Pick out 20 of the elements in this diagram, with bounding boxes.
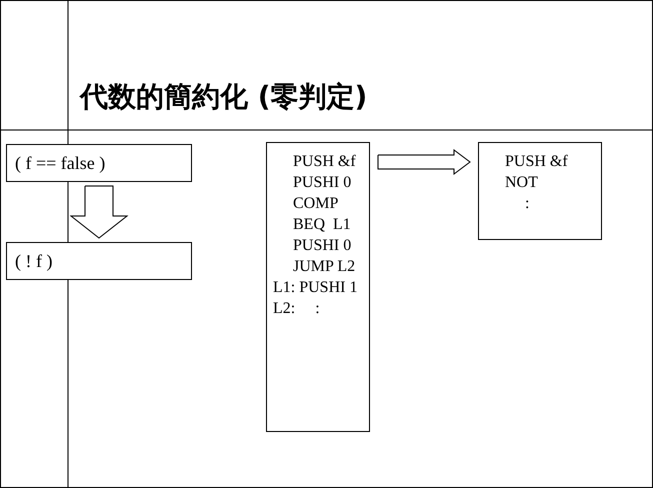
code-line: PUSH &f bbox=[293, 152, 356, 172]
code-line: COMP bbox=[293, 194, 338, 214]
code-box bbox=[266, 142, 370, 432]
block-arrow bbox=[70, 186, 128, 239]
code-line: NOT bbox=[505, 173, 538, 193]
code-box bbox=[478, 142, 602, 240]
code-line: L2: : bbox=[273, 299, 320, 319]
block-arrow bbox=[378, 149, 471, 175]
code-line: BEQ L1 bbox=[293, 215, 351, 235]
expression-box bbox=[6, 144, 192, 182]
slide-title: 代数的簡約化 (零判定) bbox=[80, 79, 368, 115]
code-line: L1: PUSHI 1 bbox=[273, 278, 358, 298]
code-line: PUSH &f bbox=[505, 152, 568, 172]
expression-text: ( f == false ) bbox=[15, 152, 106, 175]
expression-text: ( ! f ) bbox=[15, 250, 52, 273]
code-line: JUMP L2 bbox=[293, 257, 356, 277]
code-line: PUSHI 0 bbox=[293, 173, 352, 193]
expression-box bbox=[6, 242, 192, 280]
code-line: : bbox=[525, 194, 530, 214]
code-line: PUSHI 0 bbox=[293, 236, 352, 256]
